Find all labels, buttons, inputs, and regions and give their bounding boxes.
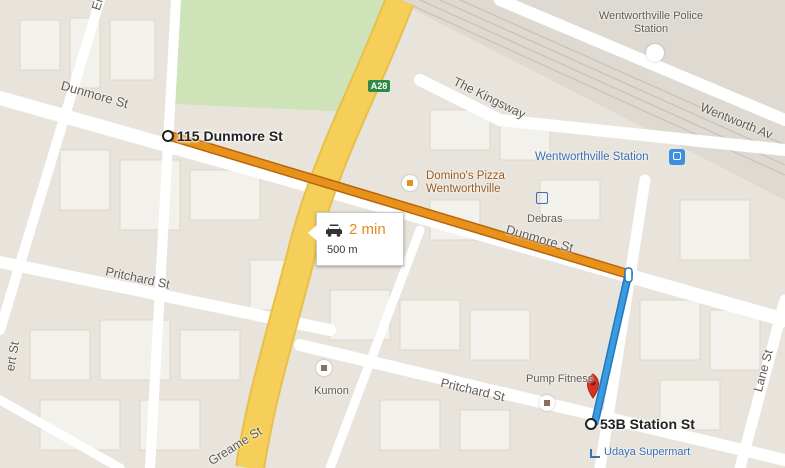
route-start-label: 115 Dunmore St <box>177 128 283 144</box>
poi-label-pump-fitness[interactable]: Pump Fitness <box>526 373 594 385</box>
car-icon <box>326 224 342 237</box>
poi-label-kumon[interactable]: Kumon <box>314 385 349 397</box>
poi-label-wentworthville-station[interactable]: Wentworthville Station <box>535 151 649 163</box>
highway-a28 <box>237 0 413 468</box>
shopping-bag-icon[interactable] <box>536 192 548 204</box>
route-info-card[interactable]: 2 min 500 m <box>308 212 404 266</box>
police-icon[interactable] <box>646 44 664 62</box>
route-end-label: 53B Station St <box>600 416 695 432</box>
shopping-cart-icon[interactable] <box>590 449 600 458</box>
railway-corridor <box>395 0 785 200</box>
end-point-icon <box>585 418 597 430</box>
walk-transition-icon <box>624 267 633 283</box>
poi-label-dominos[interactable]: Domino's Pizza Wentworthville <box>426 170 505 196</box>
gym-icon[interactable] <box>539 395 555 411</box>
train-station-icon[interactable] <box>669 149 685 165</box>
highway-shield: A28 <box>368 80 390 92</box>
route-driving-segment <box>166 132 632 278</box>
poi-label-police-station[interactable]: Wentworthville Police Station <box>598 10 704 36</box>
restaurant-icon[interactable] <box>402 175 418 191</box>
poi-label-udaya-supermart[interactable]: Udaya Supermart <box>604 446 691 458</box>
dunmore-street-line <box>0 91 785 327</box>
route-end-marker[interactable]: 53B Station St <box>585 416 695 432</box>
park-area <box>175 0 398 112</box>
start-point-icon <box>162 130 174 142</box>
destination-pin-icon <box>586 373 600 399</box>
poi-label-debras[interactable]: Debras <box>527 213 563 225</box>
route-distance: 500 m <box>327 244 358 256</box>
route-duration: 2 min <box>349 221 386 238</box>
route-start-marker[interactable]: 115 Dunmore St <box>162 128 283 144</box>
route-walking-segment <box>592 273 631 425</box>
school-icon[interactable] <box>316 360 332 376</box>
